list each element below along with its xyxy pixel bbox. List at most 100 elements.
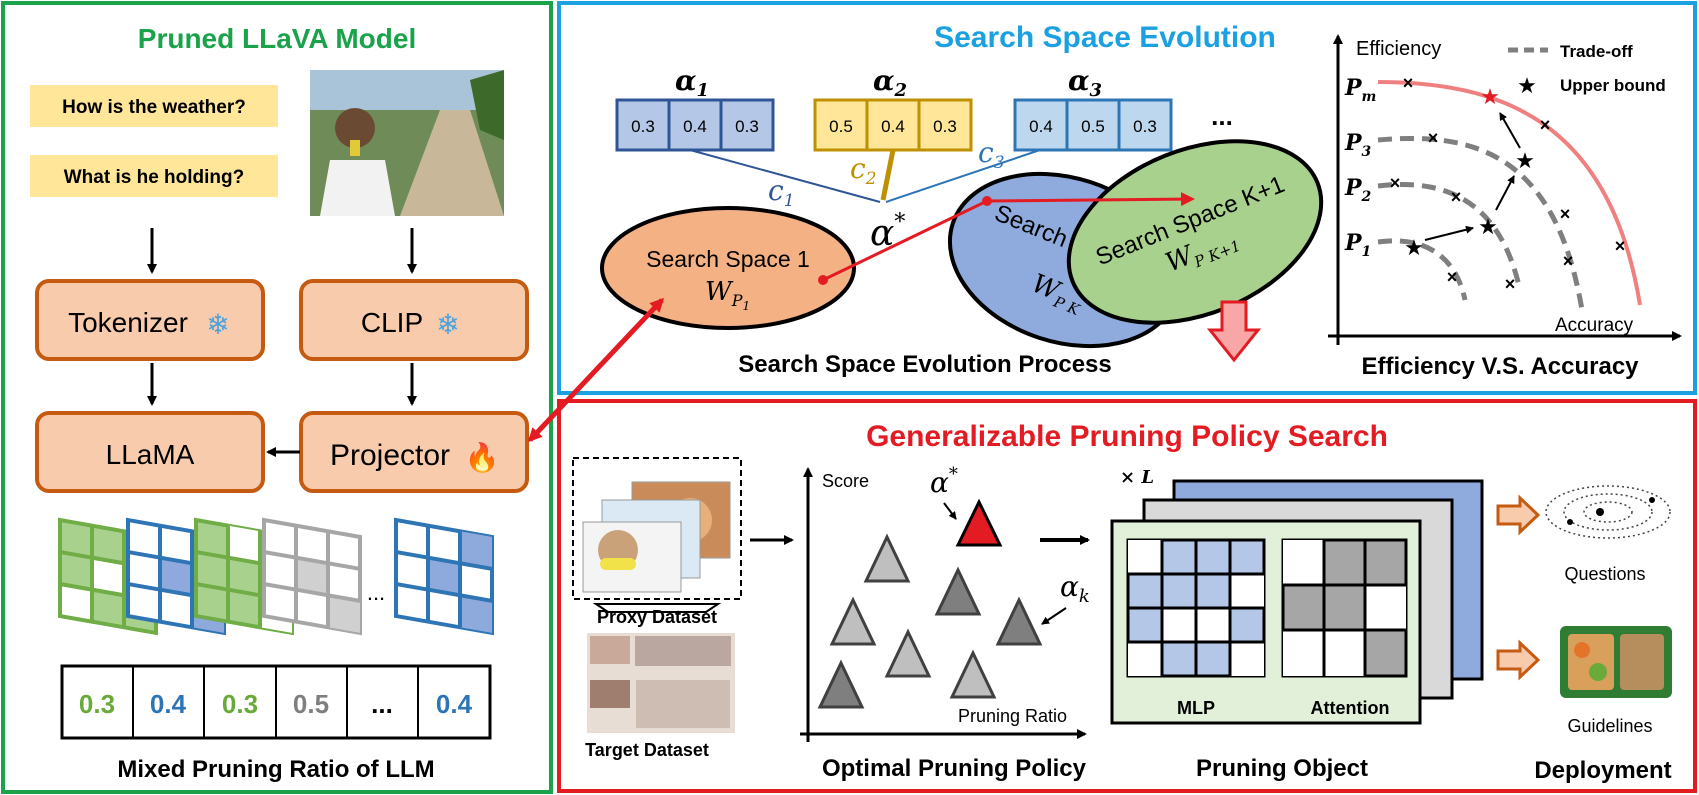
alpha-3-vector: 0.4 0.5 0.3: [1013, 98, 1173, 152]
alpha-1-label: α1: [675, 64, 709, 101]
triangle-candidate: [829, 596, 877, 646]
ratio-cell-5: ...: [371, 689, 393, 719]
tradeoff-curve-p3: [1377, 135, 1585, 311]
c2-label: c2: [850, 152, 877, 189]
cross-icon: ×: [1563, 251, 1574, 271]
weight-matrices: ...: [58, 517, 494, 636]
question-box-2: [30, 155, 278, 197]
cross-icon: ×: [1390, 173, 1401, 193]
policy-panel: Generalizable Pruning Policy Search Prox…: [557, 399, 1697, 793]
c3-label: c3: [978, 136, 1005, 173]
alpha-k-pointer: [1041, 607, 1067, 625]
cross-icon: ×: [1615, 236, 1626, 256]
left-panel-caption: Mixed Pruning Ratio of LLM: [117, 756, 434, 783]
cross-icon: ×: [1505, 274, 1516, 294]
cross-icon: ×: [1540, 115, 1551, 135]
evolution-caption: Search Space Evolution Process: [738, 351, 1112, 378]
policy-caption: Optimal Pruning Policy: [822, 755, 1087, 782]
left-panel: Pruned LLaVA Model How is the weather? W…: [1, 1, 553, 794]
triangle-optimal: [955, 498, 1003, 547]
ratio-cell-1: 0.3: [79, 689, 115, 719]
proxy-dataset-images: [582, 481, 731, 593]
proxy-funnel: [592, 603, 722, 613]
connector-c1: [689, 149, 881, 203]
tokenizer-box: [35, 279, 265, 361]
alpha-1-value: 0.4: [683, 117, 707, 136]
connector-c2: [880, 149, 896, 201]
connector-c3: [885, 149, 1041, 203]
llama-box: [35, 411, 265, 493]
more-alphas-ellipsis: ...: [1211, 101, 1233, 131]
evolution-panel-title: Search Space Evolution: [934, 21, 1276, 54]
down-arrow-icon: [1206, 300, 1262, 363]
search-space-1: [600, 206, 856, 330]
policy-alpha-k: αk: [1060, 570, 1090, 607]
attention-grid: [1281, 538, 1408, 678]
target-dataset-images: [587, 633, 735, 733]
arrow-to-questions: [1496, 494, 1541, 536]
mlp-label: MLP: [1177, 698, 1215, 718]
level-p1: P1: [1344, 230, 1371, 260]
alpha-2-value: 0.4: [881, 117, 905, 136]
projector-label: Projector: [330, 439, 450, 472]
legend-tradeoff-label: Trade-off: [1560, 42, 1633, 61]
evolution-path-start-dot: [818, 275, 828, 285]
deployment-caption: Deployment: [1534, 757, 1671, 784]
cross-icon: ×: [1403, 73, 1414, 93]
cross-icon: ×: [1560, 204, 1571, 224]
question-1: How is the weather?: [62, 97, 246, 118]
snowflake-icon: ❄: [206, 309, 229, 340]
triangle-candidate: [863, 533, 911, 583]
ratio-cell-2: 0.4: [150, 689, 187, 719]
alpha-1-value: 0.3: [631, 117, 655, 136]
alpha-3-label: α3: [1068, 64, 1102, 101]
upper-bound-curve: [1377, 80, 1642, 306]
improve-arrow: [1424, 225, 1474, 241]
alpha-1-vector: 0.3 0.4 0.3: [615, 98, 775, 152]
efficiency-caption: Efficiency V.S. Accuracy: [1361, 353, 1639, 380]
layers-label: × L: [1120, 467, 1154, 488]
object-caption: Pruning Object: [1196, 755, 1368, 782]
alpha-2-value: 0.5: [829, 117, 853, 136]
matrix-gray: [262, 517, 362, 636]
star-icon: ★: [1478, 214, 1498, 239]
triangle-candidate: [949, 649, 997, 699]
policy-triangles: [817, 498, 1043, 709]
cross-icon: ×: [1447, 267, 1458, 287]
efficiency-x-label: Accuracy: [1555, 315, 1634, 336]
policy-alpha-star: α*: [930, 464, 958, 499]
policy-panel-title: Generalizable Pruning Policy Search: [866, 420, 1388, 453]
alpha-3-value: 0.4: [1029, 117, 1053, 136]
left-panel-title: Pruned LLaVA Model: [138, 23, 416, 54]
star-icon: ★: [1404, 235, 1424, 260]
snowflake-icon: ❄: [436, 309, 459, 340]
star-icon: ★: [1515, 148, 1535, 173]
alpha-2-value: 0.3: [933, 117, 957, 136]
mlp-grid: [1126, 538, 1266, 678]
triangle-candidate: [934, 566, 982, 616]
evolution-panel: Search Space Evolution α1 α2 α3 0.3 0.4 …: [557, 1, 1697, 395]
c1-label: c1: [768, 174, 795, 211]
arrow-to-guidelines: [1496, 639, 1541, 681]
alpha-3-value: 0.3: [1133, 117, 1157, 136]
target-dataset-label: Target Dataset: [585, 740, 709, 760]
questions-illustration: [1545, 485, 1671, 539]
cross-icon: ×: [1451, 187, 1462, 207]
matrix-blue-2: [394, 517, 494, 636]
level-p2: P2: [1344, 175, 1372, 205]
proxy-dataset-frame: [572, 457, 742, 600]
question-2: What is he holding?: [64, 167, 244, 188]
alpha-3-value: 0.5: [1081, 117, 1105, 136]
evolution-panel-border: [557, 1, 1697, 395]
alpha-1-value: 0.3: [735, 117, 759, 136]
level-p3: P3: [1344, 130, 1372, 160]
alpha-2-label: α2: [873, 64, 907, 101]
guidelines-label: Guidelines: [1567, 716, 1652, 736]
search-space-1-title: Search Space 1: [646, 246, 810, 272]
improve-arrow: [1499, 112, 1521, 149]
policy-panel-border: [557, 399, 1697, 793]
matrix-ellipsis: ...: [367, 580, 385, 605]
search-space-1-weight: WP1: [705, 277, 750, 313]
projector-search-link-arrow: [527, 297, 665, 443]
questions-label: Questions: [1564, 564, 1645, 584]
